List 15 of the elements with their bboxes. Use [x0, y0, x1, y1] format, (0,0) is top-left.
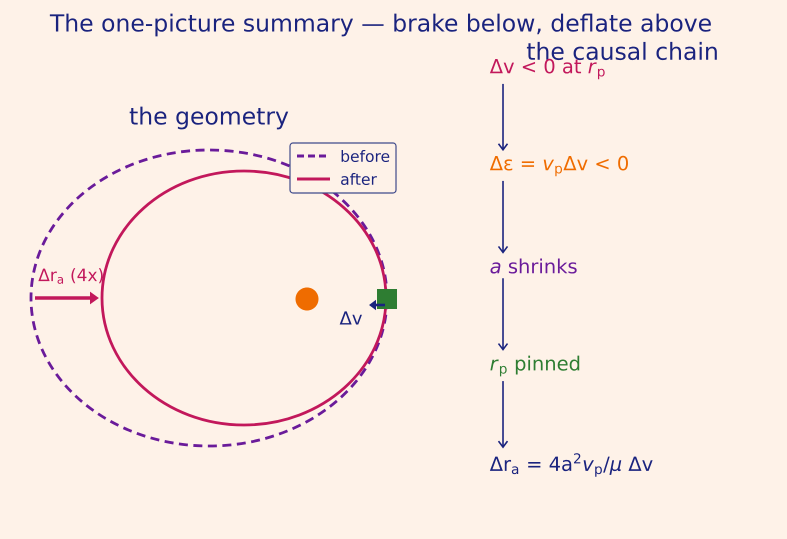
arrow — [498, 381, 508, 448]
section-heading: the geometry — [130, 106, 288, 130]
chain-step: r$_{p}$ pinned — [490, 356, 580, 376]
chain-step: a shrinks — [490, 258, 577, 274]
chain-step: Δε = v$_{p}$Δv < 0 — [490, 156, 628, 176]
section-heading: the causal chain — [526, 42, 717, 60]
arrow — [498, 278, 508, 351]
arrow — [498, 180, 508, 254]
legend-label: after — [341, 173, 377, 185]
burn-label: Δv — [340, 311, 362, 325]
title: The one-picture summary — brake below, deflate above — [50, 14, 711, 36]
chain-step: Δr$_{a}$ = 4a$^{2}$v$_{p}$/μ Δv — [490, 453, 653, 477]
arrow — [498, 84, 508, 152]
dimension-label: Δr$_{a}$ (4x) — [38, 268, 103, 284]
legend-label: before — [342, 150, 390, 162]
